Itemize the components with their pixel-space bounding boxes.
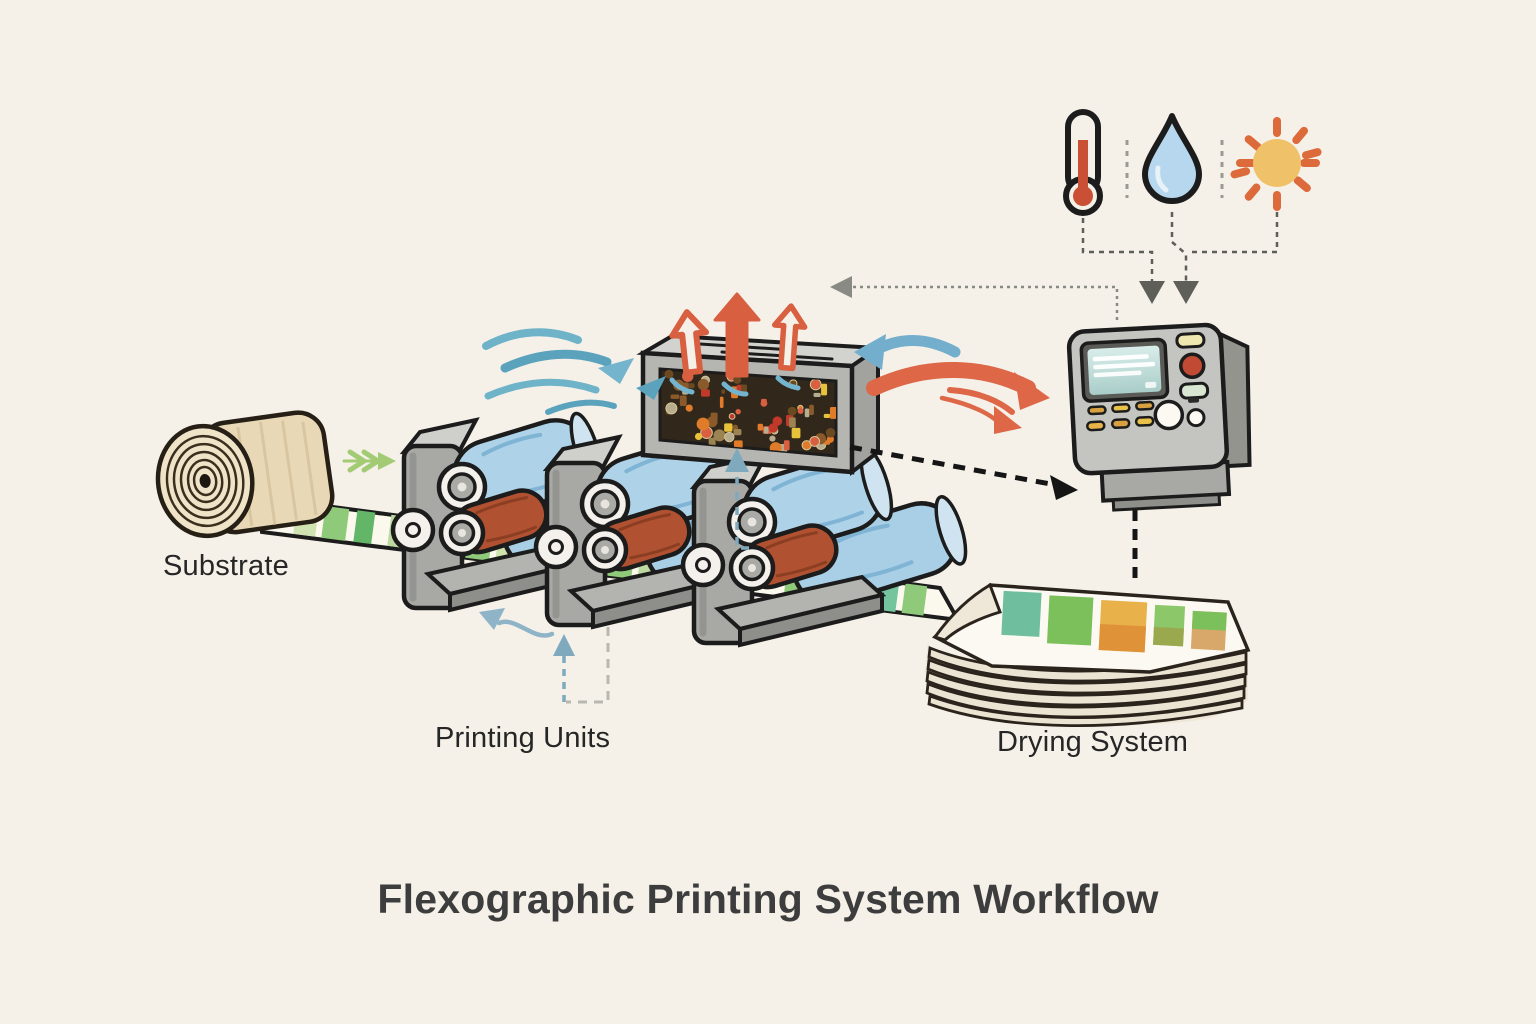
feed-direction-arrow — [342, 449, 396, 473]
printed-sheet-stack — [925, 582, 1251, 727]
printing-units-label: Printing Units — [435, 722, 611, 754]
control-panel — [1066, 322, 1252, 512]
diagram-title: Flexographic Printing System Workflow — [377, 876, 1159, 922]
dryer-heating-elements — [664, 369, 836, 455]
substrate-label: Substrate — [163, 550, 289, 582]
thermometer-icon — [1063, 109, 1103, 216]
drying-system-label: Drying System — [997, 726, 1189, 758]
panel-button-yellow — [1175, 331, 1206, 349]
panel-knob — [1153, 399, 1185, 431]
printed-sheet-pattern — [1001, 590, 1227, 653]
dryer-unit — [636, 333, 884, 477]
water-droplet-icon — [1142, 113, 1202, 204]
airflow-streaks — [482, 328, 666, 415]
air-exchange-arrows — [854, 334, 1050, 434]
panel-button-red — [1179, 352, 1206, 379]
icon-connectors — [1081, 212, 1279, 288]
panel-button-green — [1179, 381, 1210, 400]
environment-icons — [1063, 109, 1322, 304]
panel-small-buttons — [1086, 400, 1155, 432]
panel-knob-small — [1186, 408, 1206, 428]
substrate-roll — [155, 410, 335, 539]
heat-arrows — [669, 292, 808, 397]
sun-icon — [1230, 117, 1322, 211]
